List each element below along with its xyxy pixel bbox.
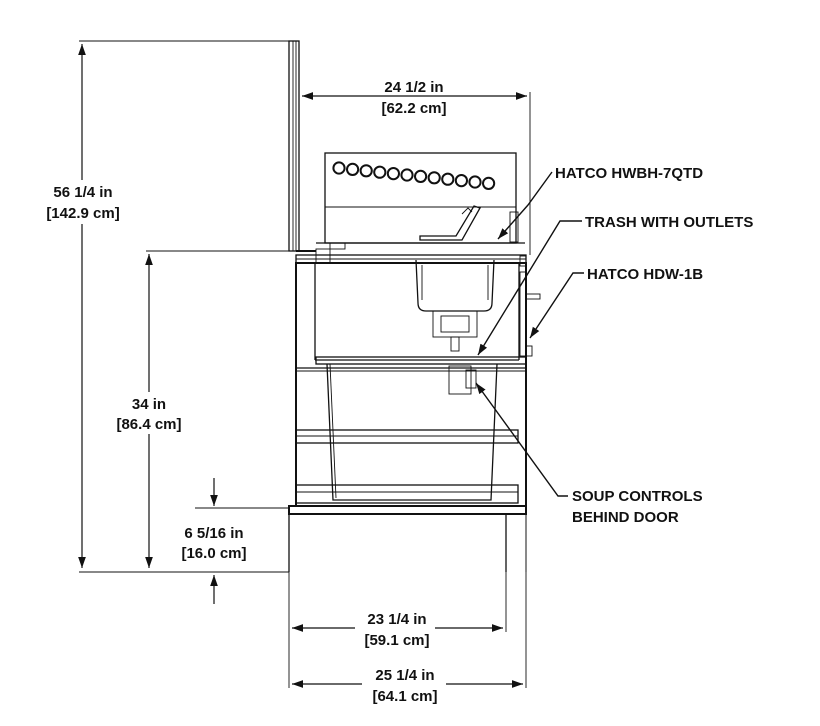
base-width-metric: [59.1 cm] <box>364 632 429 649</box>
overall-width-imperial: 25 1/4 in <box>375 667 434 684</box>
warmer-knob <box>441 172 455 186</box>
base-height-metric: [16.0 cm] <box>181 545 246 562</box>
dimension-total-height: 56 1/4 in [142.9 cm] <box>45 44 125 568</box>
warmer-knob <box>454 174 468 188</box>
dimension-overall-width: 25 1/4 in [64.1 cm] <box>292 665 523 705</box>
counter-height-metric: [86.4 cm] <box>116 416 181 433</box>
warmer-knob <box>414 169 428 183</box>
dimension-top-width: 24 1/2 in [62.2 cm] <box>302 79 527 117</box>
trash-bin <box>315 356 527 501</box>
base-width-imperial: 23 1/4 in <box>367 611 426 628</box>
callout-drawer-label: HATCO HDW-1B <box>587 266 703 283</box>
callout-controls-line2: BEHIND DOOR <box>572 509 679 526</box>
warmer-knob <box>332 161 346 175</box>
top-width-metric: [62.2 cm] <box>381 100 446 117</box>
callout-warmer-label: HATCO HWBH-7QTD <box>555 165 703 182</box>
callout-trash-label: TRASH WITH OUTLETS <box>585 214 753 231</box>
back-panel <box>288 40 300 252</box>
total-height-imperial: 56 1/4 in <box>53 184 112 201</box>
warmer-knob <box>482 176 496 190</box>
warmer-knob <box>400 168 414 182</box>
warmer-knob-row <box>332 161 496 190</box>
base-plinth <box>288 505 527 572</box>
callout-drawer: HATCO HDW-1B <box>529 266 703 339</box>
extension-lines <box>79 40 531 688</box>
warmer-knob <box>373 165 387 179</box>
callout-controls: SOUP CONTROLS BEHIND DOOR <box>475 382 703 526</box>
total-height-metric: [142.9 cm] <box>46 205 119 222</box>
warmer-knob <box>468 175 482 189</box>
base-height-imperial: 6 5/16 in <box>184 525 243 542</box>
dimension-counter-height: 34 in [86.4 cm] <box>108 254 190 568</box>
counter-height-imperial: 34 in <box>132 396 166 413</box>
dimension-base-height: 6 5/16 in [16.0 cm] <box>181 478 247 604</box>
warmer-knob <box>427 171 441 185</box>
top-width-imperial: 24 1/2 in <box>384 79 443 96</box>
warmer-knob <box>386 167 400 181</box>
equipment-outline <box>288 40 541 572</box>
callout-warmer: HATCO HWBH-7QTD <box>497 165 703 240</box>
soup-warmer <box>316 152 525 250</box>
warmer-knob <box>346 162 360 176</box>
soup-well-insert <box>415 259 495 352</box>
callout-controls-line1: SOUP CONTROLS <box>572 488 703 505</box>
callout-trash: TRASH WITH OUTLETS <box>477 214 753 356</box>
cabinet-frame <box>295 262 541 507</box>
warmer-knob <box>359 164 373 178</box>
lower-shelves <box>295 429 519 504</box>
dimension-base-width: 23 1/4 in [59.1 cm] <box>292 610 503 649</box>
overall-width-metric: [64.1 cm] <box>372 688 437 705</box>
